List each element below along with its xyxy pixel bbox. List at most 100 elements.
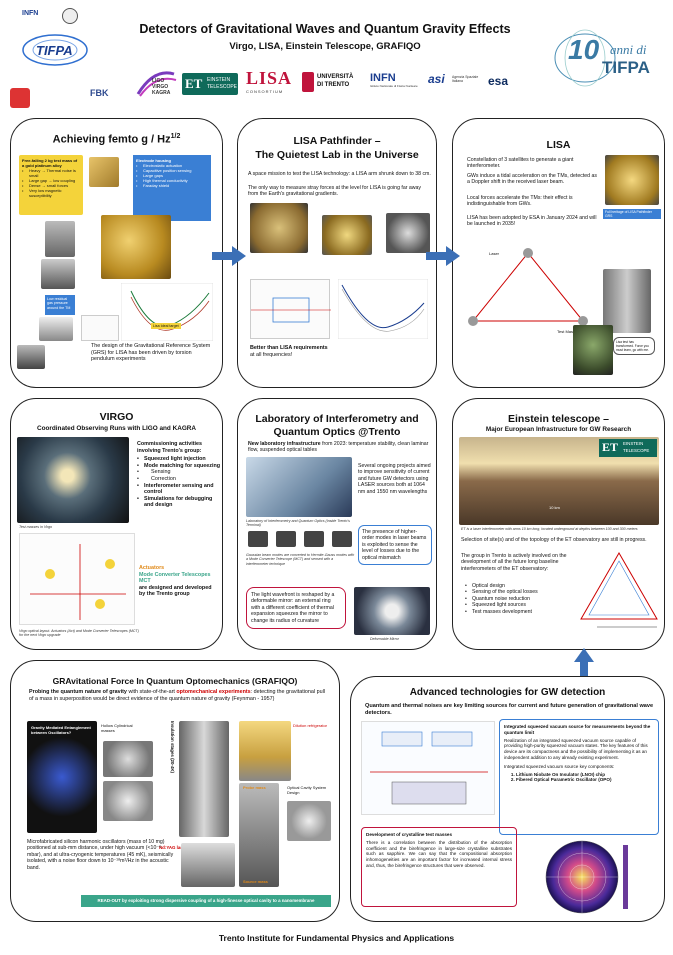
asi-logo: asi Agenzia Spaziale Italiana [428, 72, 479, 86]
list-item: Large gaps [136, 173, 208, 178]
list-item: Very low magnetic susceptibility [22, 188, 80, 198]
lisa-constellation-diagram [468, 248, 588, 326]
pendulum-photo-2 [41, 259, 75, 289]
electrode-housing-image [101, 215, 171, 279]
lisa-consortium-logo: LISA CONSORTIUM [246, 68, 293, 94]
hollow-masses-label: Hollow Cylindrical masses [101, 723, 133, 733]
list-item: Optical design [465, 583, 575, 590]
entanglement-image: Gravity Mediated Entanglement between Os… [27, 721, 97, 833]
list-item: Squeezed light injection [137, 456, 221, 463]
list-item: Faraday shield [136, 183, 208, 188]
list-item: Capacitive position sensing [136, 168, 208, 173]
list-item: Sensing of the optical losses [465, 589, 575, 596]
et-logo: ET EINSTEIN TELESCOPE [182, 73, 238, 95]
testmass-info-box: Free-falling 2 kg test mass of a gold pl… [19, 155, 83, 215]
cavity-image [287, 801, 331, 841]
lab-projects: Several ongoing projects aimed to improv… [358, 463, 431, 495]
tifpa-logo: TIFPA [20, 30, 90, 70]
list-item: Squeezed light sources [465, 602, 575, 609]
mode-diagram-caption: Gaussian beam modes are converted to Her… [246, 553, 355, 566]
pathfinder-p3: Better than LISA requirements at all fre… [250, 345, 328, 358]
list-item: Test masses development [465, 609, 575, 616]
list-item: Large gap → low coupling [22, 178, 80, 183]
oscillator-image-2 [103, 781, 153, 821]
unitn-logo: UNIVERSITÀ DI TRENTO [302, 72, 362, 96]
cavity-label: Optical Cavity System Design [287, 785, 327, 795]
ligo-virgo-kagra-logo: LIGO VIRGO KAGRA [134, 68, 178, 98]
lisa-p4: LISA has been adopted by ESA in January … [467, 215, 597, 228]
source-label: Source mass [243, 879, 268, 884]
electrode-info-box: Electrode housing Electrostatic actuatio… [133, 155, 211, 221]
fbk-logo: FBK [90, 88, 109, 98]
panel-femto: Achieving femto g / Hz1/2 Free-falling 2… [10, 118, 223, 388]
pendulum-photo-3 [39, 317, 73, 341]
virgo-layout-caption: Virgo optical layout. Actuators (Act) an… [19, 629, 139, 638]
arrow-pathfinder-to-lisa [426, 246, 460, 266]
panel-title: GRAvitational Force In Quantum Optomecha… [52, 676, 298, 686]
curve-label: Lisa Ideal target [151, 323, 181, 329]
lisa-p1: Constellation of 3 satellites to generat… [467, 157, 574, 170]
pendulum-diagram-icon [81, 315, 119, 341]
lisa-cylinder-image [603, 269, 651, 333]
mode-diagram [248, 527, 352, 551]
test-masses-label: Test Masses [557, 329, 580, 334]
crystalline-box: Development of crystalline test masses T… [361, 827, 517, 907]
squeezed-box: Integrated squeezed vacuum source for me… [499, 719, 659, 835]
birefringence-polar-plot [545, 840, 628, 914]
et-banner: ET EINSTEIN TELESCOPE [599, 439, 657, 457]
anniversary-logo: 10 anni di TIFPA [550, 28, 668, 88]
lisa-grs-image [605, 155, 659, 205]
panel-title-2: The Quietest Lab in the Universe [255, 149, 419, 161]
km-label: 10 km [549, 505, 560, 510]
lab-intro: New laboratory infrastructure from 2023:… [248, 441, 429, 454]
esa-logo: esa [488, 74, 509, 88]
list-item: Sensing [137, 469, 221, 476]
virgo-testmass-image [17, 437, 129, 523]
panel-title: VIRGO [99, 411, 134, 423]
pathfinder-p2: The only way to measure stray forces at … [248, 185, 421, 198]
probe-label: Probe mass [243, 785, 266, 790]
pathfinder-housing-image [386, 213, 430, 253]
list-item: Correction [137, 476, 221, 483]
pathfinder-diagram [250, 279, 331, 339]
page-subtitle: Virgo, LISA, Einstein Telescope, GRAFIQO [229, 41, 421, 52]
dilution-label: Dilution refrigerator [293, 723, 328, 728]
list-item: Dense → small forces [22, 183, 80, 188]
list-item: Fibered Optical Parametric Oscillator (O… [516, 777, 654, 783]
lab-photo [246, 457, 352, 517]
deformable-mirror-image [354, 587, 430, 635]
panel-subtitle: Coordinated Observing Runs with LIGO and… [36, 425, 197, 432]
et-p1: Selection of site(s) and of the topology… [461, 537, 647, 543]
infn-logo-small: INFN [22, 10, 39, 17]
list-item: Electrostatic actuation [136, 163, 208, 168]
list-item: High thermal conductivity [136, 178, 208, 183]
panel-title-2: Quantum Optics @Trento [273, 426, 401, 438]
arrow-femto-to-pathfinder [212, 246, 246, 266]
pendulum-photo-4 [17, 345, 45, 369]
virgo-highlight: Actuators Mode Converter Telescopes MCT … [139, 565, 212, 598]
list-item: Simulations for debugging and design [137, 496, 221, 509]
oscillator-image-1 [103, 741, 153, 777]
panel-title: LISA Pathfinder – [293, 135, 381, 147]
lab-photo-caption: Laboratory of Interferometry and Quantum… [246, 519, 350, 528]
panel-title: Achieving femto g / Hz1/2 [52, 133, 181, 146]
panel-title: Einstein telescope – [508, 413, 609, 425]
provincia-logo [10, 88, 30, 108]
panel-lab: Laboratory of Interferometry and Quantum… [237, 398, 437, 650]
laser-label: Laser [489, 251, 500, 256]
testmass-photo [89, 157, 119, 187]
list-item: Quantum noise reduction [465, 596, 575, 603]
et-triangle-diagram [580, 551, 658, 628]
testmass-list: Heavy → Thermal noise is small Large gap… [22, 168, 80, 198]
advanced-intro: Quantum and thermal noises are key limit… [365, 703, 654, 716]
panel-advanced: Advanced technologies for GW detection Q… [350, 676, 665, 922]
page-footer: Trento Institute for Fundamental Physics… [218, 933, 455, 943]
et-p2: The group in Trento is actively involved… [461, 553, 567, 572]
panel-grafiqo: GRAvitational Force In Quantum Optomecha… [10, 660, 340, 922]
et-caption: ET is a laser interferometer with arms 1… [461, 527, 638, 531]
panel-lisa: LISA Constellation of 3 satellites to ge… [452, 118, 665, 388]
femto-text: The design of the Gravitational Referenc… [91, 343, 211, 363]
grafiqo-p1: Microfabricated silicon harmonic oscilla… [27, 839, 174, 871]
grafiqo-intro: Probing the quantum nature of gravity wi… [29, 689, 325, 702]
lisa-grs-caption: Full heritage of LISA Pathfinder GRS [603, 209, 661, 219]
